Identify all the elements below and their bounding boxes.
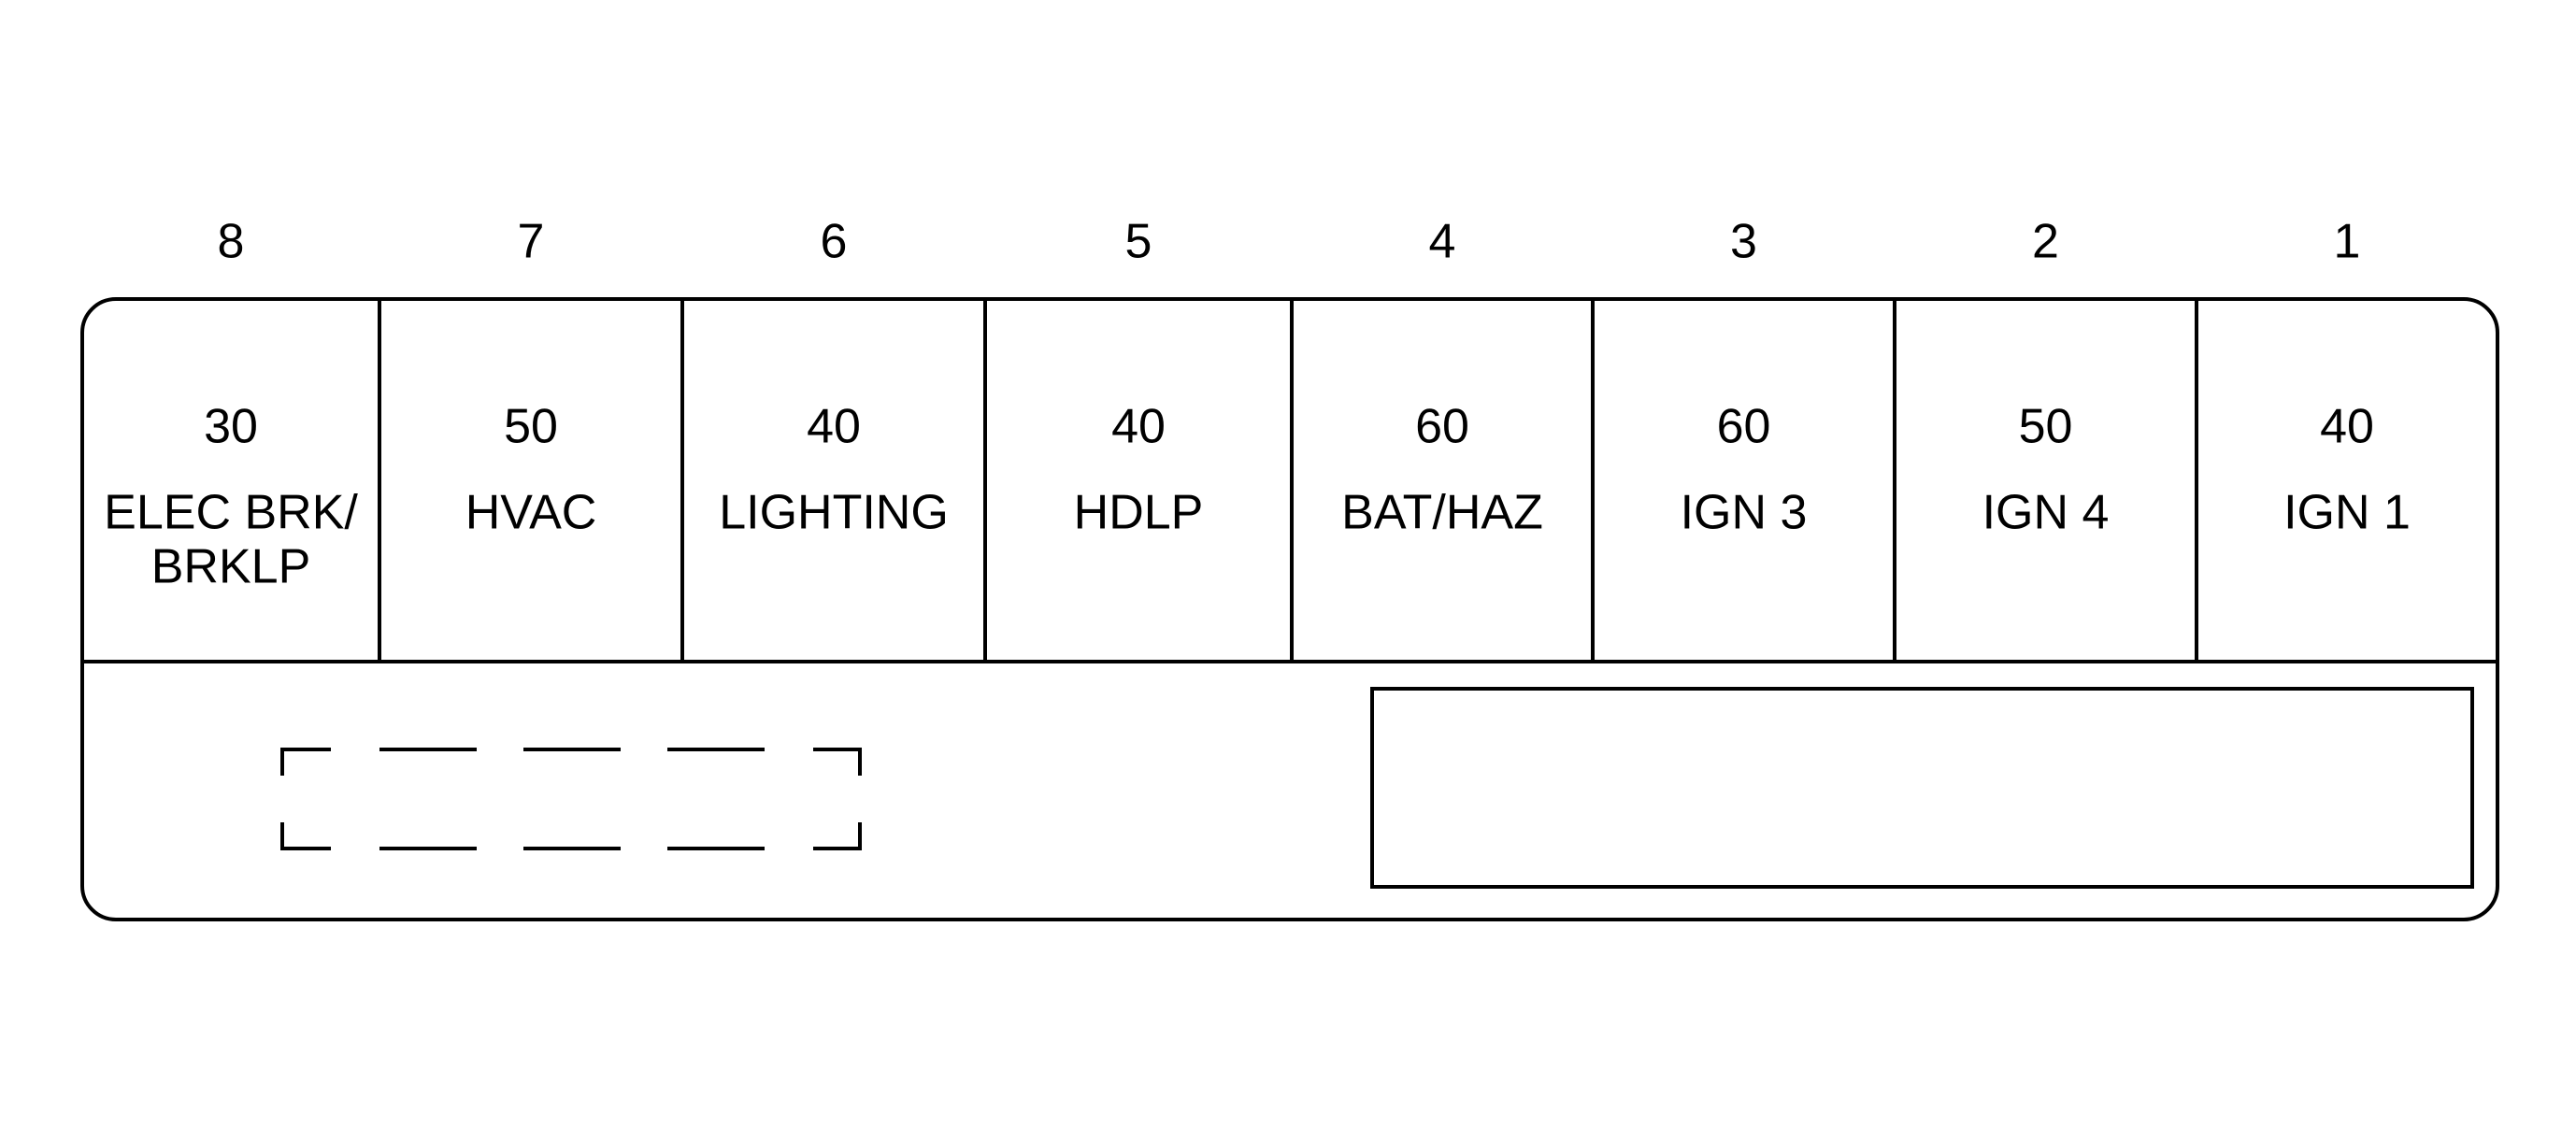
- fuse-circuit-label: BRKLP: [151, 540, 311, 594]
- position-number: 4: [1429, 215, 1456, 269]
- fuse-rating: 40: [807, 400, 861, 454]
- position-number: 5: [1125, 215, 1152, 269]
- fuse-rating: 50: [504, 400, 558, 454]
- position-number: 3: [1730, 215, 1757, 269]
- position-number: 1: [2334, 215, 2361, 269]
- position-number: 2: [2032, 215, 2059, 269]
- fuse-rating: 30: [204, 400, 258, 454]
- fuse-circuit-label: LIGHTING: [719, 486, 949, 540]
- fuse-rating: 50: [2019, 400, 2073, 454]
- fuse-cell-dividers: [378, 299, 2198, 662]
- fuse-rating: 40: [2320, 400, 2374, 454]
- fuse-circuit-label: ELEC BRK/: [104, 486, 358, 540]
- fuse-circuit-label: HVAC: [465, 486, 597, 540]
- fuse-rating: 40: [1111, 400, 1166, 454]
- position-number: 7: [518, 215, 545, 269]
- fuse-circuit-label: IGN 3: [1681, 486, 1808, 540]
- fuse-rating: 60: [1717, 400, 1771, 454]
- fuse-circuit-label: IGN 4: [1982, 486, 2110, 540]
- position-number: 6: [821, 215, 848, 269]
- fuse-rating: 60: [1415, 400, 1469, 454]
- position-number: 8: [218, 215, 245, 269]
- fuse-circuit-label: BAT/HAZ: [1341, 486, 1543, 540]
- fuse-circuit-label: IGN 1: [2283, 486, 2411, 540]
- dashed-placeholder-box: [280, 748, 862, 850]
- label-panel: [1370, 687, 2474, 889]
- fuse-circuit-label: HDLP: [1074, 486, 1204, 540]
